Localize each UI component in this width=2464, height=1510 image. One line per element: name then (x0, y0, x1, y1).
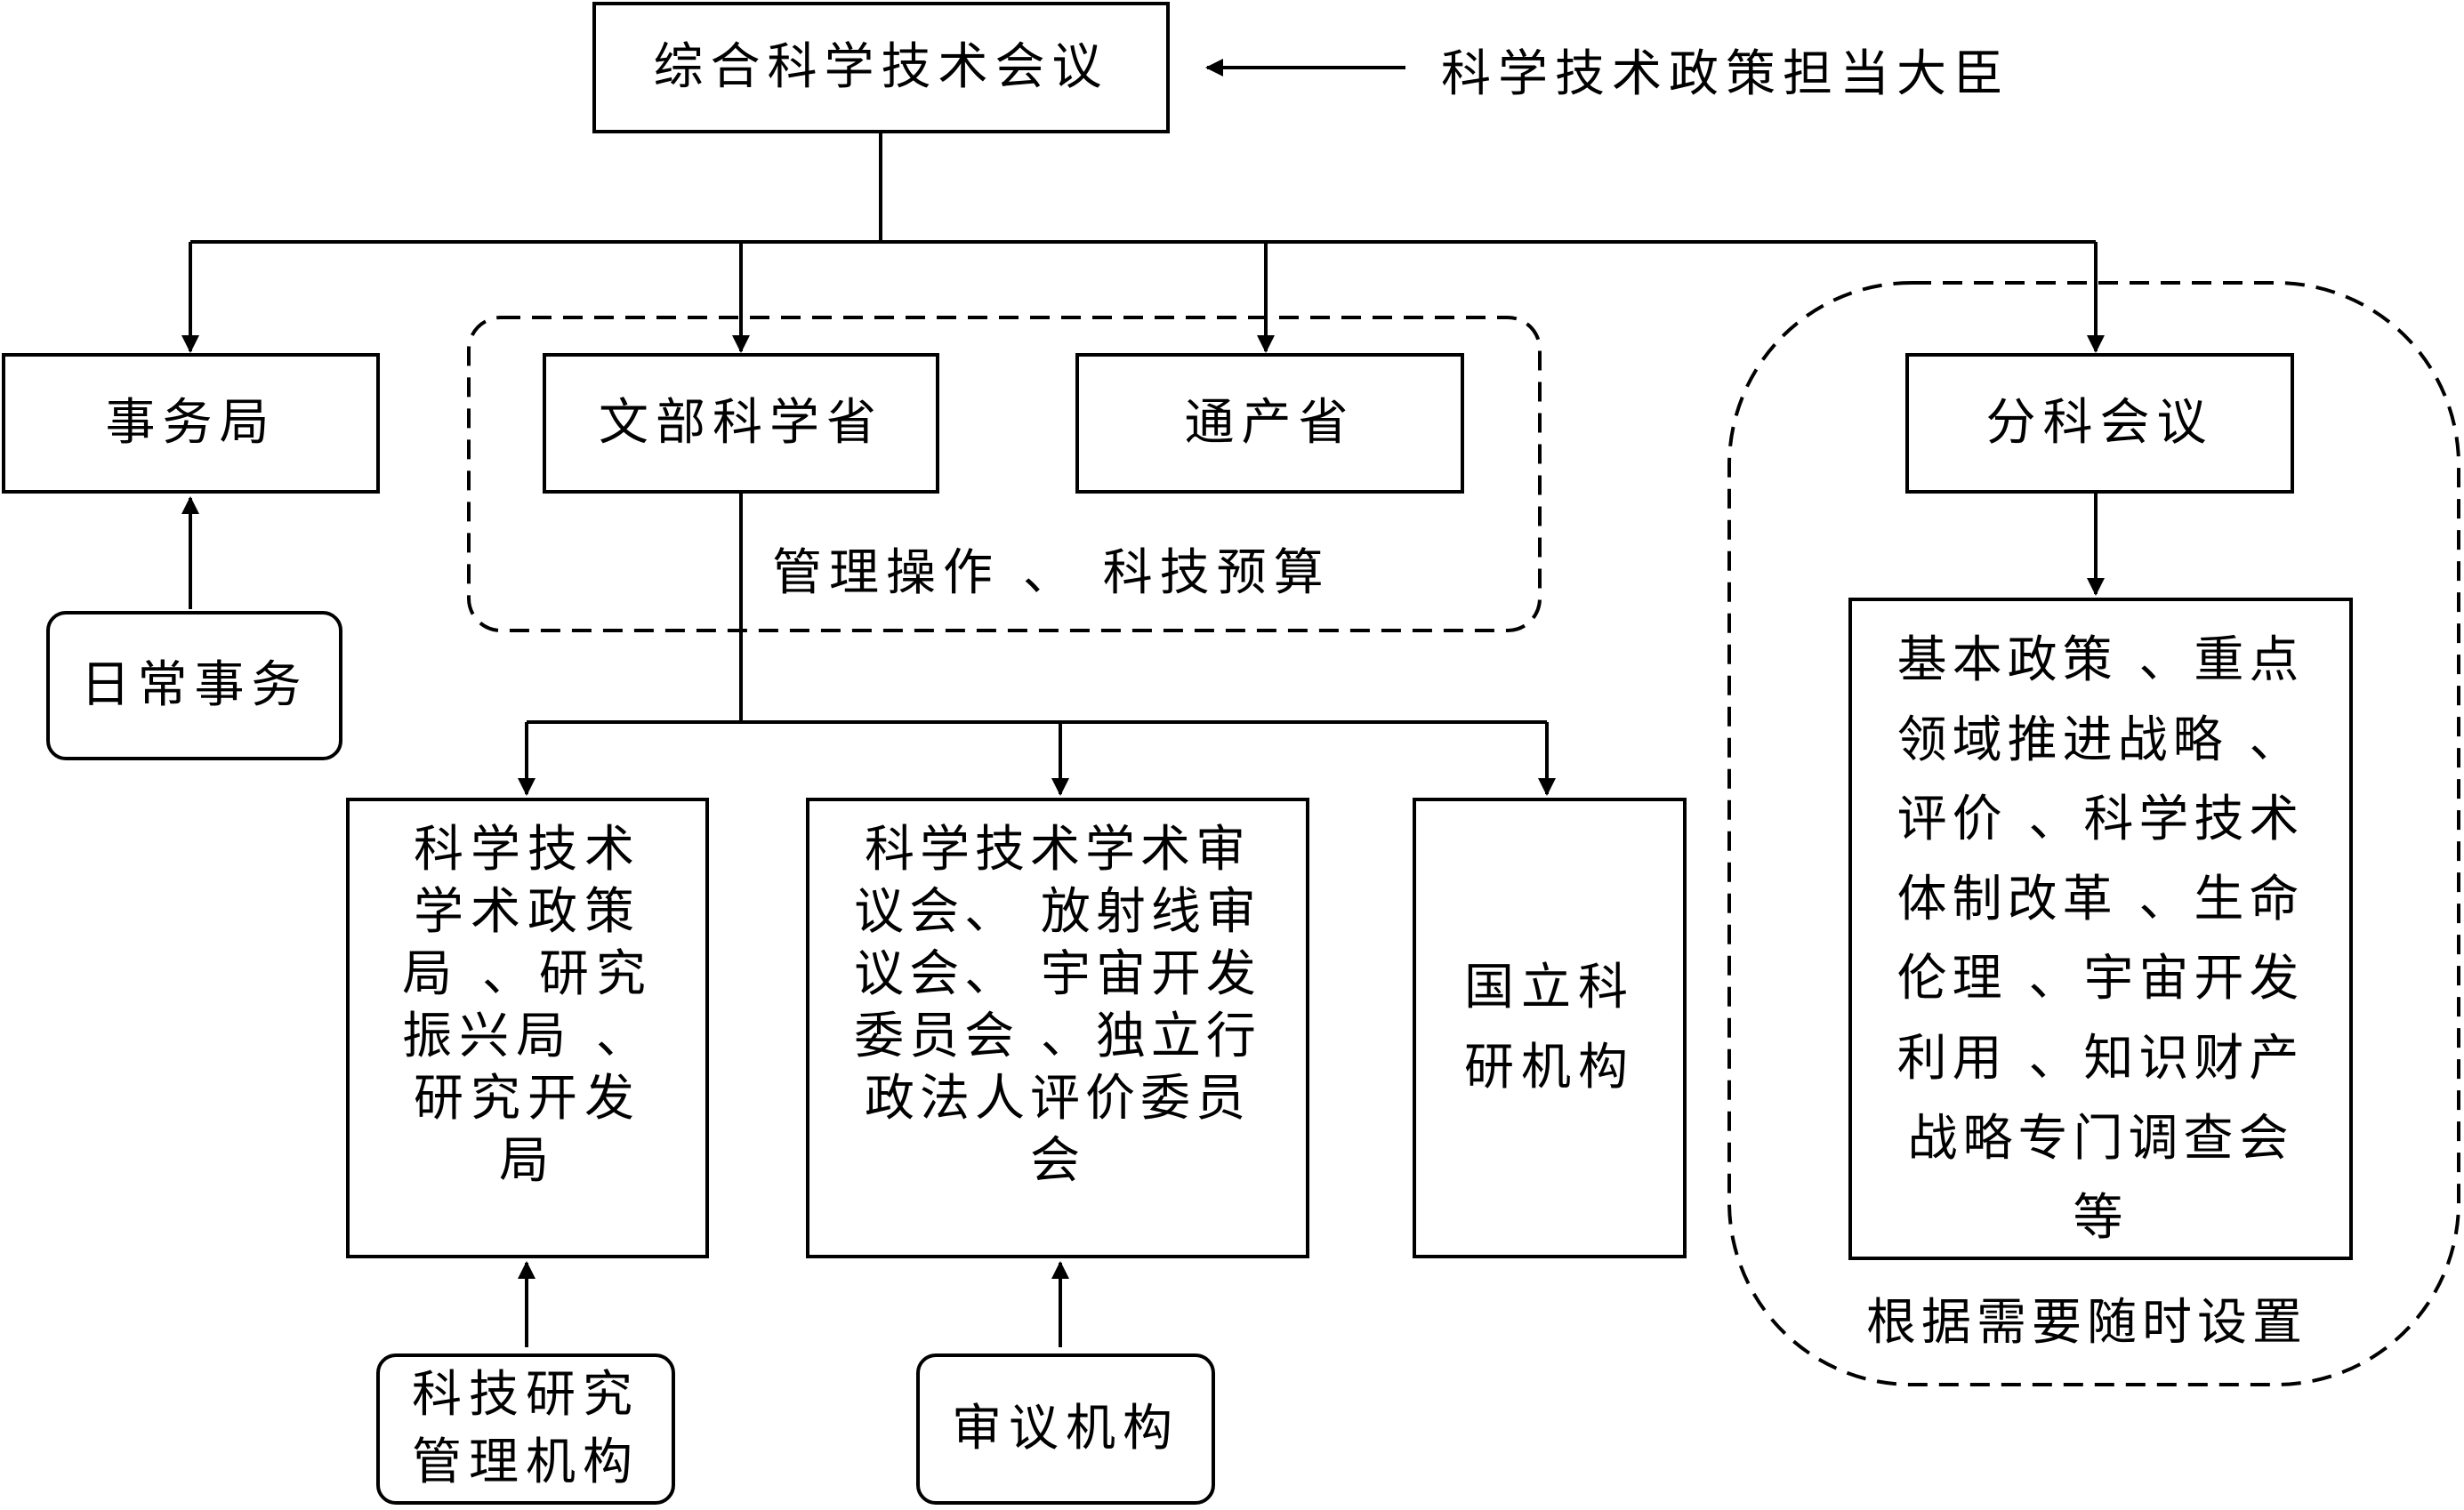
councils-line: 委员会 、独立行 (854, 1008, 1261, 1065)
bureaus-line: 科学技术 (414, 821, 641, 879)
subcommittee-label: 分科会议 (1985, 394, 2214, 452)
daily-affairs-box: 日常事务 (46, 611, 342, 760)
councils-text: 科学技术学术审 议会、 放射线审 议会、 宇宙开发 委员会 、独立行 政法人评价… (854, 819, 1261, 1193)
rd-management-line: 科技研究 (412, 1366, 640, 1425)
topics-box: 基本政策 、重点 领域推进战略 、 评价 、科学技术 体制改革 、生命 伦理 、… (1848, 598, 2353, 1260)
bureaus-line: 局 、研究 (402, 945, 653, 1003)
topics-line: 体制改革 、生命 (1896, 870, 2305, 928)
meti-label: 通产省 (1184, 394, 1356, 452)
topics-line: 等 (2073, 1189, 2129, 1248)
national-institutes-line: 研机构 (1464, 1039, 1635, 1096)
rd-management-line: 管理机构 (412, 1434, 640, 1491)
as-needed-note: 根据需要随时设置 (1866, 1294, 2307, 1352)
secretariat-label: 事务局 (105, 394, 277, 452)
ministries-dashed-group (467, 316, 1542, 632)
rd-management-box: 科技研究 管理机构 (376, 1353, 675, 1505)
minister-label: 科学技术政策担当大臣 (1441, 45, 2010, 103)
national-institutes-text: 国立科 研机构 (1464, 948, 1635, 1107)
topics-line: 领域推进战略 、 (1896, 711, 2305, 769)
daily-affairs-label: 日常事务 (80, 656, 309, 714)
topics-line: 利用 、知识财产 (1896, 1029, 2305, 1088)
topics-line: 基本政策 、重点 (1896, 631, 2305, 689)
council-box: 综合科学技术会议 (592, 2, 1170, 133)
bureaus-line: 研究开发 (414, 1070, 641, 1128)
councils-line: 科学技术学术审 (865, 821, 1251, 879)
national-institutes-box: 国立科 研机构 (1413, 798, 1687, 1258)
mext-box: 文部科学省 (543, 353, 939, 494)
councils-line: 会 (1030, 1132, 1085, 1190)
review-bodies-box: 审议机构 (916, 1353, 1215, 1505)
rd-management-text: 科技研究 管理机构 (412, 1361, 640, 1496)
mext-label: 文部科学省 (599, 394, 883, 452)
review-bodies-label: 审议机构 (952, 1400, 1180, 1458)
meti-box: 通产省 (1075, 353, 1464, 494)
national-institutes-line: 国立科 (1464, 959, 1635, 1017)
councils-line: 议会、 宇宙开发 (854, 945, 1261, 1003)
bureaus-line: 局 (499, 1132, 556, 1190)
bureaus-box: 科学技术 学术政策 局 、研究 振兴局 、 研究开发 局 (346, 798, 709, 1258)
councils-box: 科学技术学术审 议会、 放射线审 议会、 宇宙开发 委员会 、独立行 政法人评价… (806, 798, 1309, 1258)
topics-line: 战略专门调查会 (1907, 1109, 2294, 1168)
secretariat-box: 事务局 (2, 353, 380, 494)
topics-text: 基本政策 、重点 领域推进战略 、 评价 、科学技术 体制改革 、生命 伦理 、… (1897, 621, 2305, 1258)
councils-line: 议会、 放射线审 (854, 883, 1261, 941)
bureaus-text: 科学技术 学术政策 局 、研究 振兴局 、 研究开发 局 (402, 819, 653, 1193)
councils-line: 政法人评价委员 (865, 1070, 1251, 1128)
council-label: 综合科学技术会议 (653, 38, 1109, 96)
subcommittee-box: 分科会议 (1905, 353, 2294, 494)
bureaus-line: 振兴局 、 (402, 1008, 653, 1065)
topics-line: 伦理 、宇宙开发 (1896, 950, 2305, 1008)
bureaus-line: 学术政策 (414, 883, 641, 941)
topics-line: 评价 、科学技术 (1896, 791, 2305, 849)
adhoc-dashed-group (1727, 281, 2460, 1386)
management-note: 管理操作 、 科技预算 (772, 544, 1331, 602)
